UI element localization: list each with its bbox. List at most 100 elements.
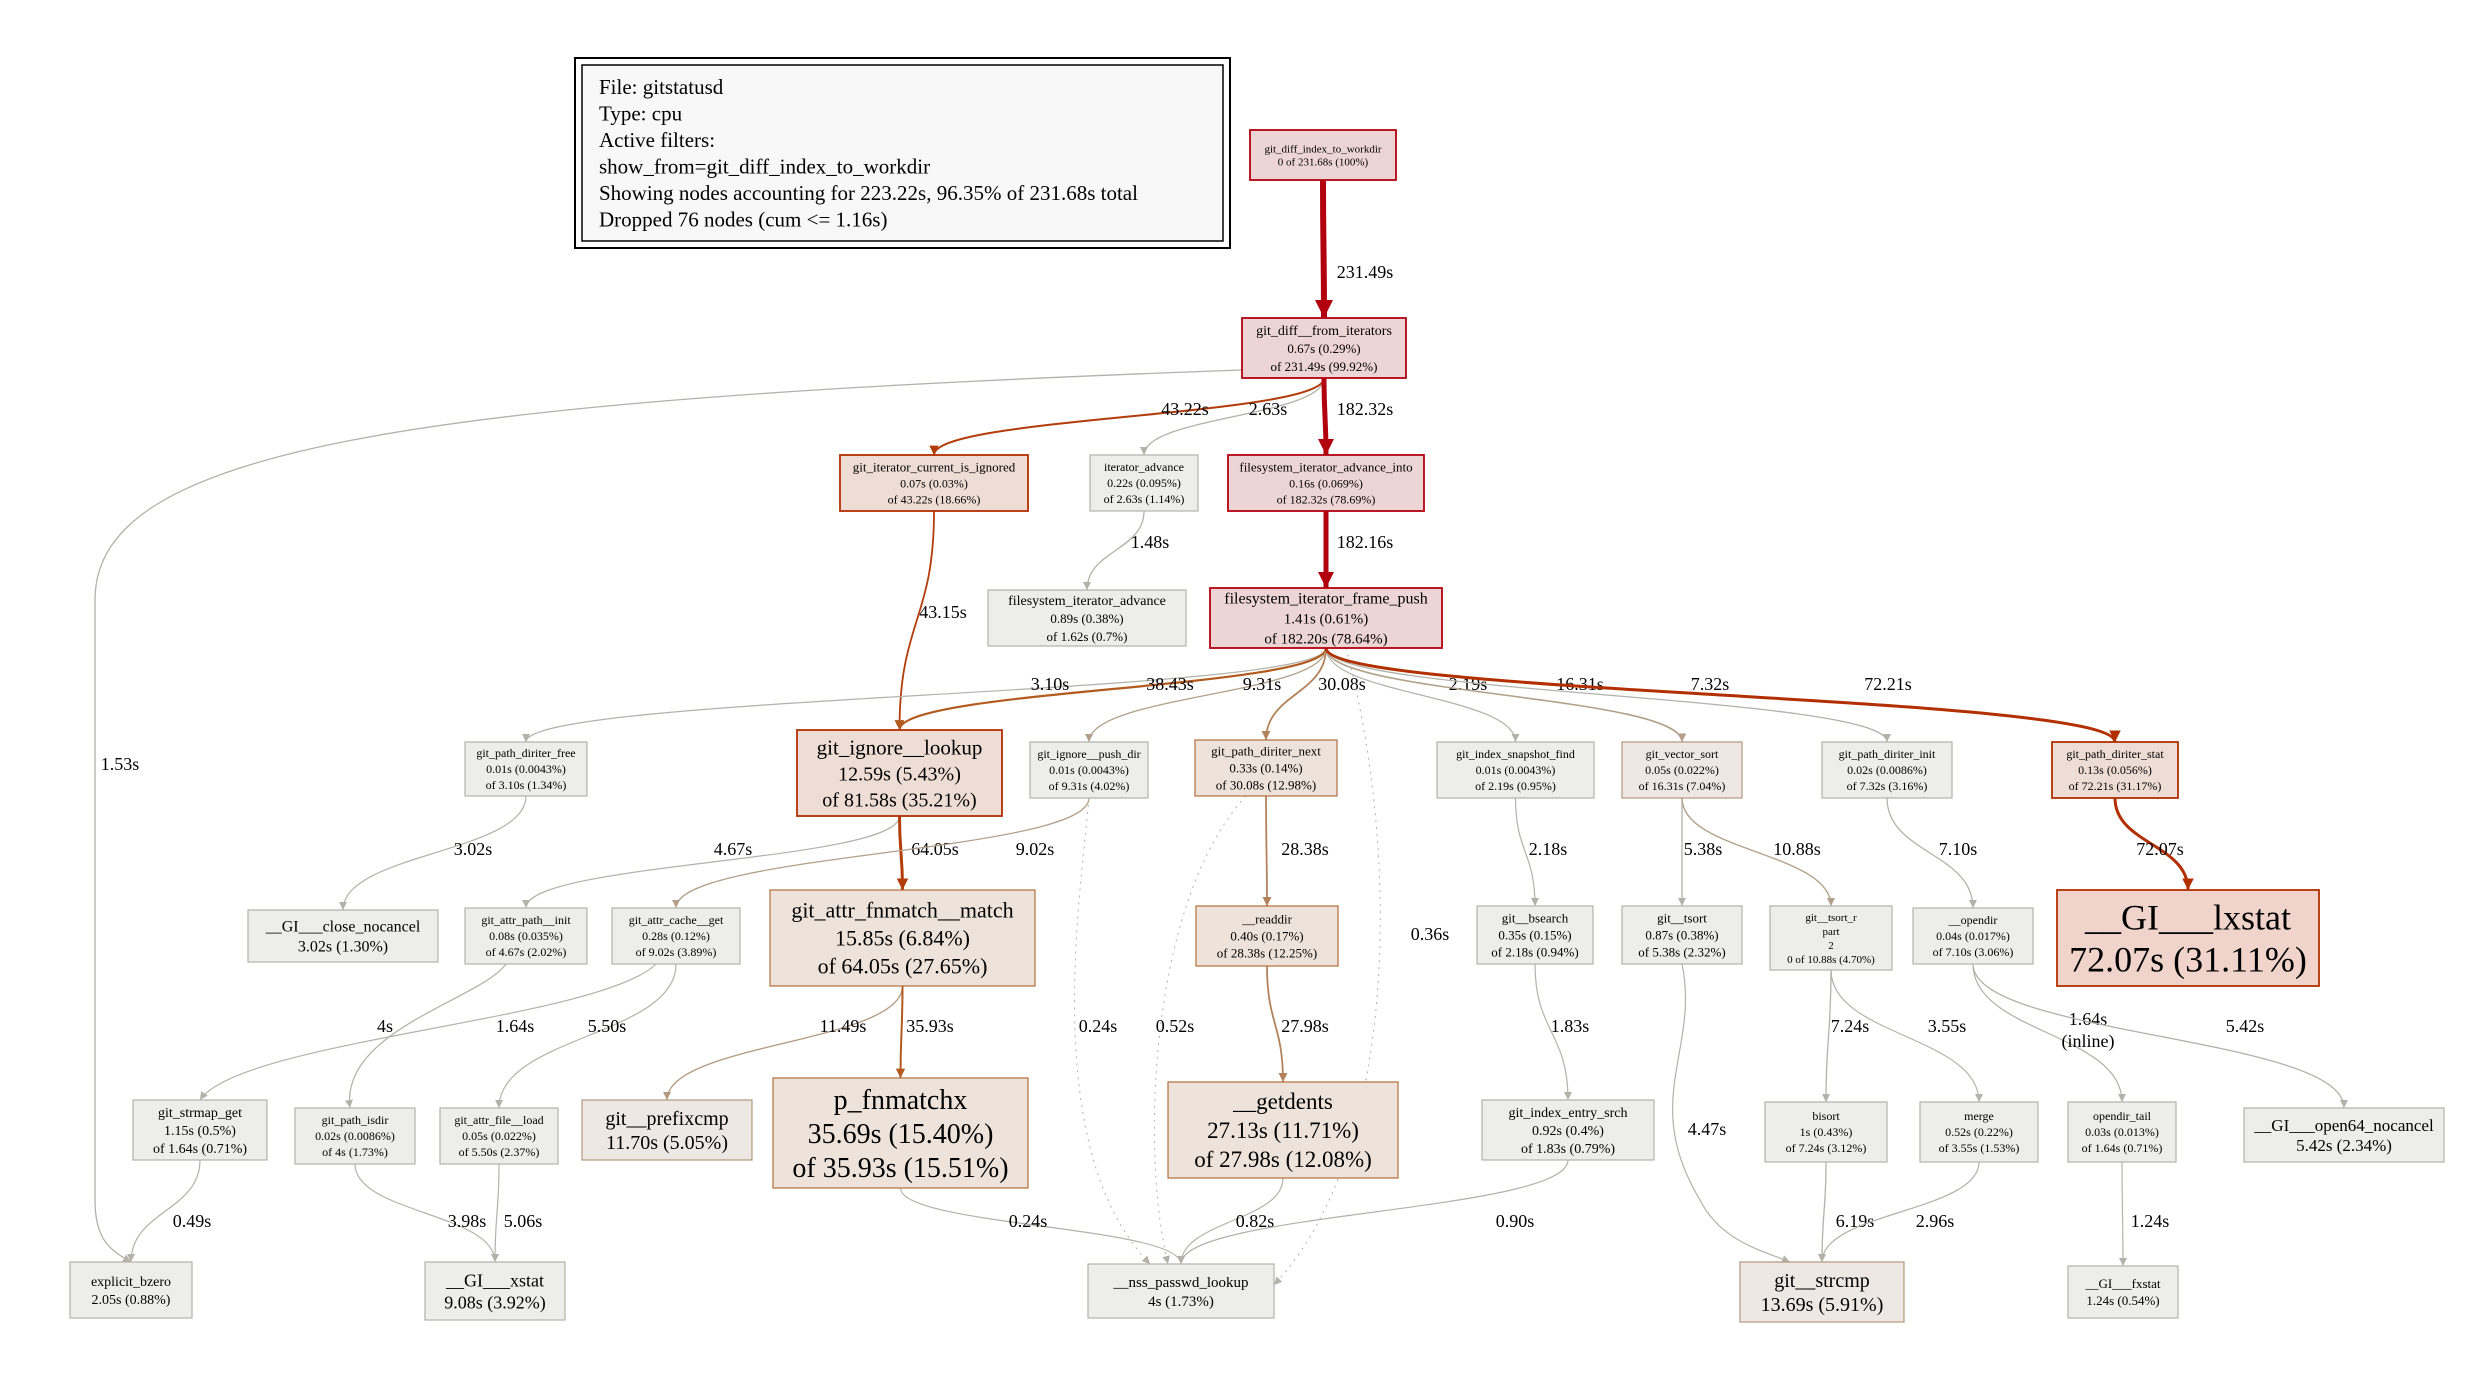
node-stat: 0.13s (0.056%)	[2078, 763, 2152, 777]
node-stat: of 81.58s (35.21%)	[822, 789, 976, 811]
node-title: iterator_advance	[1104, 460, 1184, 474]
node-title: git_diff_index_to_workdir	[1264, 143, 1381, 155]
node-box	[1249, 129, 1397, 181]
node-stat: 12.59s (5.43%)	[838, 763, 961, 785]
node-stat: of 1.64s (0.71%)	[153, 1142, 247, 1157]
node-title: git__prefixcmp	[605, 1108, 728, 1130]
node-title: __GI___open64_nocancel	[2253, 1116, 2434, 1135]
call-edge: 2.63s	[1140, 377, 1325, 456]
node-stat: 0.67s (0.29%)	[1287, 341, 1360, 356]
call-edge: 5.42s	[1972, 963, 2348, 1109]
node-title: git_iterator_current_is_ignored	[853, 460, 1016, 475]
call-edge: 0.52s	[1153, 795, 1247, 1265]
node-stat: 1.15s (0.5%)	[164, 1124, 236, 1139]
edge-line	[894, 647, 1328, 731]
node-title: opendir_tail	[2093, 1109, 2152, 1123]
call-edge: 0.24s	[899, 1187, 1185, 1265]
node-title: git_attr_fnmatch__match	[791, 898, 1013, 923]
node-stat: of 7.32s (3.16%)	[1847, 779, 1928, 793]
node-stat: of 28.38s (12.25%)	[1217, 946, 1317, 961]
node-stat: of 7.24s (3.12%)	[1786, 1141, 1867, 1155]
node-stat: 0.89s (0.38%)	[1050, 611, 1123, 626]
call-edge: 7.10s	[1886, 797, 1977, 909]
edge-line	[199, 963, 657, 1101]
node-stat: 0.05s (0.022%)	[1645, 763, 1719, 777]
node-title: __GI___lxstat	[2084, 898, 2291, 938]
node-box	[1912, 907, 2034, 965]
node-box	[464, 741, 588, 797]
node-box	[796, 729, 1003, 817]
edge-label: 2.96s	[1916, 1211, 1955, 1231]
node-title: git_ignore__push_dir	[1037, 747, 1140, 761]
call-edge: 4.47s	[1672, 963, 1791, 1263]
node-box	[439, 1107, 559, 1165]
edge-label: 7.32s	[1691, 674, 1730, 694]
node-stat: 15.85s (6.84%)	[835, 926, 970, 951]
edge-label: 0.36s	[1411, 924, 1450, 944]
edge-label: 2.63s	[1249, 399, 1288, 419]
node-box	[1764, 1101, 1888, 1163]
node-stat: of 3.10s (1.34%)	[486, 778, 567, 792]
node-box	[1209, 587, 1443, 649]
node-stat: of 5.38s (2.32%)	[1638, 945, 1725, 960]
node-box	[1821, 741, 1953, 799]
node-box	[1436, 741, 1595, 799]
edge-label: 5.42s	[2226, 1016, 2265, 1036]
node-box	[1621, 741, 1743, 799]
node-stat: of 231.49s (99.92%)	[1271, 359, 1378, 374]
edge-line	[1972, 963, 2348, 1109]
call-edge: 4s	[345, 963, 507, 1109]
node-box	[1476, 905, 1594, 965]
node-stat: of 1.83s (0.79%)	[1521, 1142, 1615, 1157]
call-edge: 0.49s	[127, 1159, 211, 1263]
node-box	[2243, 1107, 2445, 1163]
node-title: __GI___fxstat	[2084, 1276, 2160, 1291]
edge-label: 3.02s	[454, 839, 493, 859]
node-title: git_path_isdir	[322, 1113, 389, 1127]
node-stat: of 30.08s (12.98%)	[1216, 778, 1316, 793]
node-box	[1029, 741, 1149, 799]
